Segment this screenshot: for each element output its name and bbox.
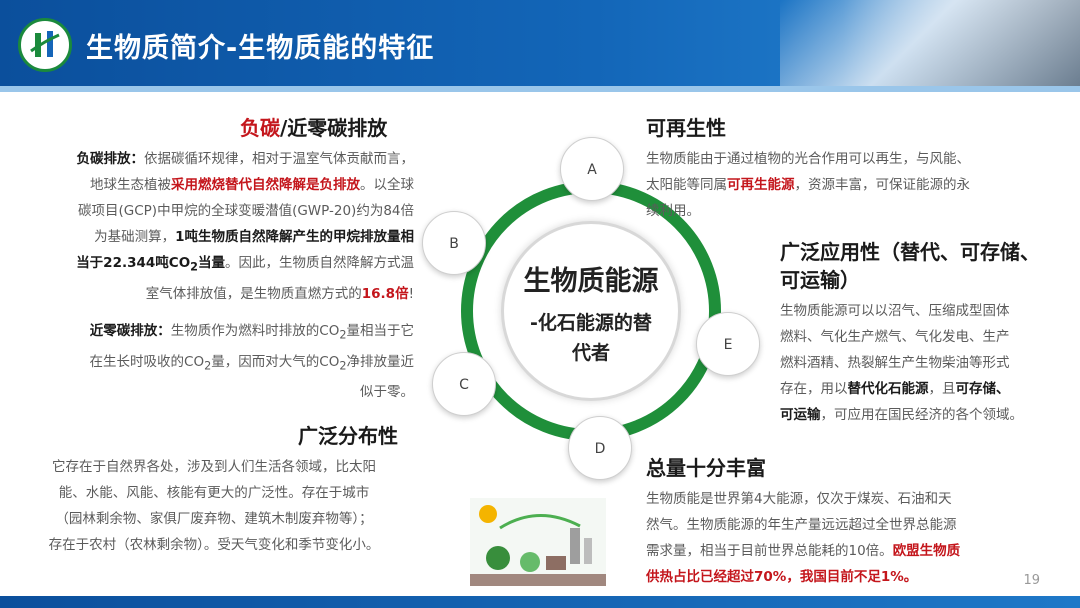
abundant-title: 总量十分丰富 <box>646 456 766 480</box>
abundant-line1: 生物质能是世界第4大能源，仅次于煤炭、石油和天 <box>646 491 952 507</box>
cycle-arrow-icon <box>499 514 581 530</box>
widely-used-title-line2: 可运输） <box>780 268 860 292</box>
co2-subscript: 2 <box>190 260 198 274</box>
renewable-line2a: 太阳能等同属 <box>646 177 727 193</box>
carbon-p1-line5: 。因此，生物质自然降解方式温 <box>225 255 414 271</box>
co2-subscript: 2 <box>339 328 347 342</box>
widely-used-line1: 生物质能源可以以沼气、压缩成型固体 <box>780 303 1010 319</box>
renewable-line2b: ，资源丰富，可保证能源的永 <box>794 177 971 193</box>
co2-subscript: 2 <box>204 359 212 373</box>
center-line3: 代者 <box>571 342 610 364</box>
biomass-cycle-illustration <box>470 498 606 586</box>
widely-used-line3: 燃料酒精、热裂解生产生物柴油等形式 <box>780 355 1010 371</box>
page-number: 19 <box>1023 573 1040 588</box>
footer-bar <box>0 596 1080 608</box>
distribution-line2: 能、水能、风能、核能有更大的广泛性。存在于城市 <box>58 485 370 501</box>
carbon-p1-line6-end: ! <box>408 285 414 302</box>
renewable-title: 可再生性 <box>646 116 726 140</box>
widely-used-line4-bold: 替代化石能源 <box>847 381 929 397</box>
page-title: 生物质简介-生物质能的特征 <box>86 33 435 64</box>
carbon-p1-line5-bold2: 当量 <box>198 255 225 271</box>
widely-used-line5-bold: 可运输 <box>780 407 821 423</box>
abundant-paragraph: 生物质能是世界第4大能源，仅次于煤炭、石油和天 然气。生物质能源的年生产量远远超… <box>646 486 1046 590</box>
abundant-line4-red: 供热占比已经超过70%，我国目前不足1%。 <box>646 569 918 585</box>
center-circle: 生物质能源 -化石能源的替 代者 <box>501 221 681 401</box>
node-b: B <box>422 211 486 275</box>
carbon-p1-line6-red: 16.8倍 <box>361 285 409 302</box>
carbon-p1-line3: 碳项目(GCP)中甲烷的全球变暖潜值(GWP-20)约为84倍 <box>78 203 414 219</box>
logo-icon <box>30 31 60 57</box>
renewable-line1: 生物质能由于通过植物的光合作用可以再生，与风能、 <box>646 151 970 167</box>
widely-used-paragraph: 生物质能源可以以沼气、压缩成型固体 燃料、气化生产燃气、气化发电、生产 燃料酒精… <box>780 298 1070 428</box>
distribution-line1: 它存在于自然界各处，涉及到人们生活各领域，比太阳 <box>52 459 376 475</box>
renewable-paragraph: 生物质能由于通过植物的光合作用可以再生，与风能、 太阳能等同属可再生能源，资源丰… <box>646 146 1046 224</box>
center-line1: 生物质能源 <box>523 266 659 297</box>
carbon-p2-line2b: 量，因而对大气的CO <box>211 353 340 370</box>
carbon-p1-line6: 室气体排放值，是生物质直燃方式的 <box>145 285 362 302</box>
co2-subscript: 2 <box>339 359 347 373</box>
biomass-icon <box>546 556 566 570</box>
carbon-p2-line2c: 净排放量近 <box>346 353 415 370</box>
carbon-p1-line2-red: 采用燃烧替代自然降解是负排放 <box>171 177 360 193</box>
sun-icon <box>479 505 497 523</box>
plant-icon <box>520 552 540 572</box>
header-bar <box>0 0 1080 92</box>
abundant-line3-red: 欧盟生物质 <box>892 543 961 559</box>
renewable-line3: 续利用。 <box>646 203 700 219</box>
distribution-line3: （园林剩余物、家俱厂废弃物、建筑木制废弃物等）； <box>55 511 373 527</box>
header-underline <box>0 86 1080 92</box>
node-e: E <box>696 312 760 376</box>
carbon-p1-line4a: 为基础测算， <box>94 229 176 245</box>
widely-used-line2: 燃料、气化生产燃气、气化发电、生产 <box>780 329 1010 345</box>
carbon-p2-label: 近零碳排放： <box>89 323 171 339</box>
widely-used-line5: ，可应用在国民经济的各个领域。 <box>820 407 1024 423</box>
widely-used-title: 广泛应用性（替代、可存储、 可运输） <box>780 238 1040 294</box>
carbon-p1-line2a: 地球生态植被 <box>90 177 171 193</box>
header-decoration <box>780 0 1080 92</box>
carbon-p1-line1: 依据碳循环规律，相对于温室气体贡献而言， <box>144 151 414 167</box>
abundant-line2: 然气。生物质能源的年生产量远远超过全世界总能源 <box>646 517 957 533</box>
company-logo <box>18 18 72 72</box>
carbon-p1-line5-bold: 当于22.344吨CO <box>76 255 191 271</box>
node-c: C <box>432 352 496 416</box>
widely-used-line4-bold2: 可存储、 <box>955 381 1010 397</box>
renewable-line2-red: 可再生能源 <box>727 177 795 193</box>
carbon-p2-line3: 似于零。 <box>360 384 414 401</box>
widely-used-title-line1: 广泛应用性（替代、可存储、 <box>780 240 1040 264</box>
ground-icon <box>470 574 606 586</box>
node-a: A <box>560 137 624 201</box>
center-line2: -化石能源的替 <box>530 312 652 334</box>
carbon-p1-label: 负碳排放： <box>76 151 145 167</box>
carbon-title-rest: /近零碳排放 <box>280 116 388 140</box>
carbon-p2-line1a: 生物质作为燃料时排放的CO <box>170 323 340 339</box>
carbon-p1-line4-bold: 1吨生物质自然降解产生的甲烷排放量相 <box>175 229 414 245</box>
distribution-paragraph: 它存在于自然界各处，涉及到人们生活各领域，比太阳 能、水能、风能、核能有更大的广… <box>14 454 414 558</box>
widely-used-line4b: ，且 <box>928 381 956 397</box>
distribution-line4: 存在于农村（农林剩余物）。受天气变化和季节变化小。 <box>48 537 380 553</box>
widely-used-line4a: 存在，用以 <box>780 381 848 397</box>
tree-icon <box>486 546 510 570</box>
chimney-icon <box>584 538 592 564</box>
chimney-icon <box>570 528 580 564</box>
abundant-line3a: 需求量，相当于目前世界总能耗的10倍。 <box>646 543 893 559</box>
carbon-title-red: 负碳 <box>240 116 280 140</box>
carbon-p2-line1b: 量相当于它 <box>346 323 415 339</box>
carbon-title: 负碳/近零碳排放 <box>240 112 387 141</box>
distribution-title: 广泛分布性 <box>298 424 398 448</box>
node-d: D <box>568 416 632 480</box>
carbon-paragraph-1: 负碳排放：依据碳循环规律，相对于温室气体贡献而言， 地球生态植被采用燃烧替代自然… <box>14 146 414 307</box>
carbon-paragraph-2: 近零碳排放：生物质作为燃料时排放的CO2量相当于它 在生长时吸收的CO2量，因而… <box>14 318 414 405</box>
carbon-p1-line2b: 。以全球 <box>360 177 414 193</box>
carbon-p2-line2a: 在生长时吸收的CO <box>89 353 205 370</box>
